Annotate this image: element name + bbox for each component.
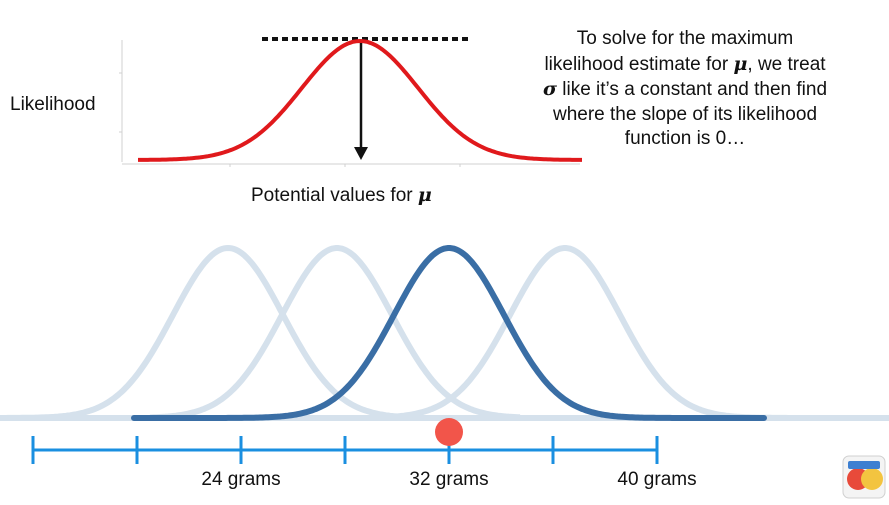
explanation-line: likelihood estimate for μ, we treat — [544, 52, 826, 75]
likelihood-curve — [138, 38, 582, 162]
explanation-line: To solve for the maximum — [576, 28, 794, 49]
x-axis-label: Potential values for μ — [251, 183, 432, 208]
tick-label-32: 32 grams — [409, 469, 489, 490]
faded-normal-curve — [149, 245, 521, 421]
y-axis-label: Likelihood — [10, 94, 96, 115]
explanation-line: where the slope of its likelihood — [552, 103, 818, 125]
mu-symbol: μ — [733, 52, 748, 75]
data-point — [435, 418, 463, 446]
x-axis-label-text: Potential values for — [251, 185, 418, 206]
mu-symbol: μ — [417, 184, 432, 206]
sigma-symbol: σ — [542, 78, 557, 100]
tick-label-24: 24 grams — [201, 469, 281, 490]
explanation-line: function is 0… — [624, 128, 746, 149]
highlighted-normal-curve — [131, 245, 767, 421]
statquest-logo — [842, 455, 886, 499]
tick-label-40: 40 grams — [617, 469, 697, 490]
mle-arrow-head — [354, 147, 368, 160]
faded-normal-curve — [0, 244, 420, 421]
faded-normal-curve — [379, 245, 888, 421]
explanation-text: To solve for the maximum likelihood esti… — [510, 27, 860, 152]
explanation-line: σ like it’s a constant and then find — [542, 78, 828, 100]
